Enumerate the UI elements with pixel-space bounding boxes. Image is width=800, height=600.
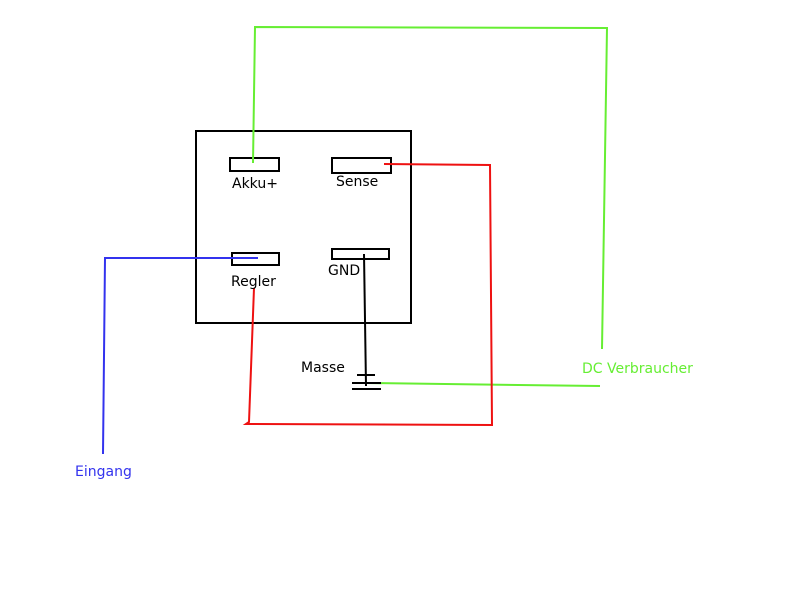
akku-label: Akku+: [232, 176, 278, 192]
gnd-label: GND: [328, 263, 361, 279]
eingang-label: Eingang: [75, 464, 132, 480]
blue-wire-input-to-regler: [102, 257, 258, 455]
module-box: [195, 130, 412, 324]
masse-label: Masse: [301, 360, 345, 376]
red-wire-sense-to-regler: [242, 163, 494, 427]
sense-label: Sense: [336, 174, 379, 190]
dc-verbraucher-label: DC Verbraucher: [582, 361, 693, 377]
sense-terminal: [331, 157, 392, 174]
gnd-wire: [363, 253, 367, 387]
green-wire-akku-to-load: [252, 25, 609, 350]
gnd-terminal: [331, 248, 390, 260]
akku-terminal: [229, 157, 280, 172]
green-wire-load-to-ground: [366, 382, 601, 387]
regler-label: Regler: [231, 274, 276, 290]
